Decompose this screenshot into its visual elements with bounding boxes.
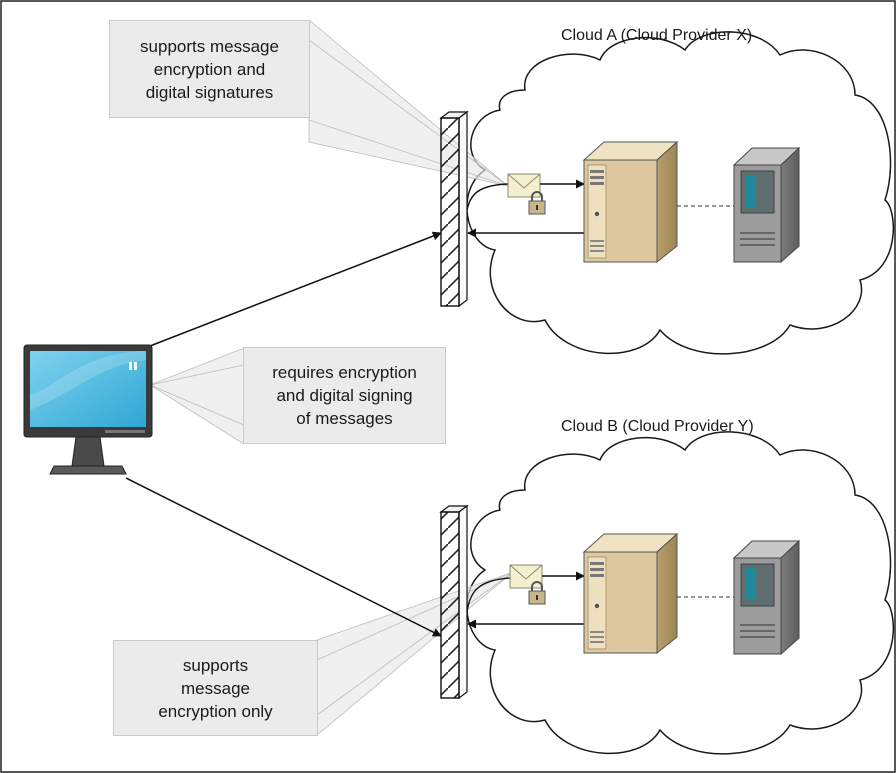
firewall-icon <box>439 110 469 308</box>
cloud-b <box>466 431 895 755</box>
cloud-a-policy-callout: supports message encryption and digital … <box>109 20 310 118</box>
server-icon <box>582 532 679 655</box>
cloud-a <box>466 31 895 355</box>
monitor-icon <box>23 344 153 475</box>
callout-line: message <box>181 678 250 698</box>
lock-icon <box>528 581 546 605</box>
lock-icon <box>528 191 546 215</box>
callout-line: of messages <box>296 409 393 428</box>
callout-line: encryption and <box>153 59 266 79</box>
client-policy-callout: requires encryption and digital signing … <box>243 347 446 444</box>
envelope-icon <box>507 173 541 198</box>
callout-line: digital signatures <box>145 82 274 102</box>
client-to-cloud-b-arrow <box>125 477 442 637</box>
callout-line: encryption only <box>158 701 273 721</box>
callout-line: supports message <box>140 36 279 56</box>
callout-line: and digital signing <box>276 386 413 405</box>
cloud-b-title: Cloud B (Cloud Provider Y) <box>561 418 754 435</box>
client-to-cloud-a-arrow <box>149 231 442 347</box>
callout-line: requires encryption <box>272 363 417 382</box>
storage-server-icon <box>732 539 801 656</box>
envelope-icon <box>509 564 543 589</box>
firewall-icon <box>439 504 469 700</box>
cloud-a-title: Cloud A (Cloud Provider X) <box>561 27 753 44</box>
server-icon <box>582 140 679 264</box>
callout-line: supports <box>182 655 249 675</box>
cloud-b-policy-callout: supports message encryption only <box>113 640 318 736</box>
storage-server-icon <box>732 146 801 264</box>
